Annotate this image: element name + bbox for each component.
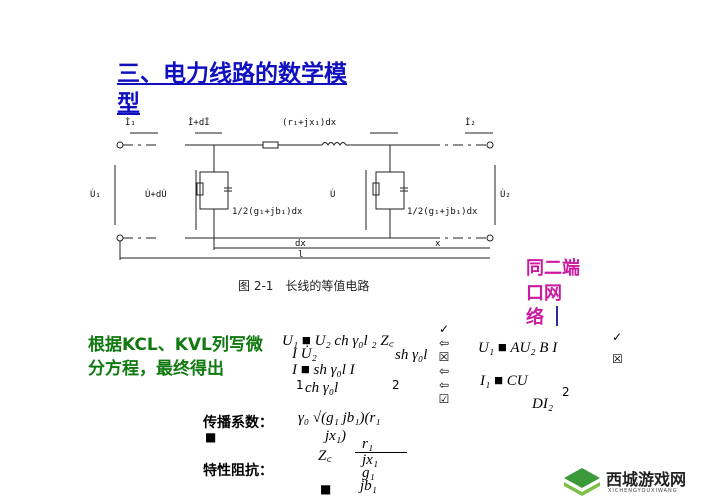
label-u: U̇	[330, 188, 335, 200]
fraction-bar	[355, 452, 407, 453]
shunt-branch-left	[196, 145, 232, 238]
slide-title-line2: 型	[117, 91, 140, 117]
equation-left-2: I U̇₂	[292, 346, 317, 362]
equation-left-sub1: 1	[296, 378, 304, 392]
label-i2: İ₂	[465, 117, 476, 128]
propagation-square: ■	[205, 430, 217, 444]
label-shunt-right: 1/2(g₁+jb₁)dx	[407, 207, 478, 217]
resistor-series	[262, 141, 279, 149]
note-line1: 同二端	[526, 258, 580, 279]
equivalent-circuit-diagram: İ₁ İ+dİ (r₁+jx₁)dx İ₂ U̇₁ U̇+dU̇ U̇ U̇₂ …	[90, 117, 511, 260]
site-logo: 西城游戏网 XICHENGYOUXIWANG	[562, 466, 702, 498]
inductor-series	[321, 142, 347, 146]
terminal-bottom-right	[486, 234, 494, 242]
label-i1: İ₁	[125, 117, 136, 128]
impedance-square: ■	[320, 482, 332, 496]
propagation-expression-2: jx₁)	[325, 428, 347, 444]
equation-left-3: I ■ sh γ₀l I	[292, 362, 355, 378]
equation-right-3: DI₂	[532, 396, 554, 412]
propagation-expression: γ₀ √(g₁ jb₁)(r₁	[298, 410, 381, 426]
derive-line2: 分方程，最终得出	[88, 359, 224, 379]
label-dx: dx	[295, 239, 306, 249]
impedance-den2: g₁	[362, 465, 375, 481]
impedance-numerator: r₁	[362, 436, 374, 452]
symbol-glyph-column: ✓⇦☒⇦⇦☑	[438, 322, 450, 406]
logo-name: 西城游戏网	[606, 470, 687, 489]
figure-caption: 图 2-1 长线的等值电路	[238, 279, 370, 293]
equation-left-sub2: 2	[392, 378, 400, 392]
derive-line1: 根据KCL、KVL列写微	[88, 335, 263, 355]
equation-right-2: I₁ ■ CU	[480, 373, 528, 389]
equation-left-1: U₁ ■ U₂ ch γ₀l ₂ Z꜀	[282, 333, 394, 349]
symbol-glyphs-right: ✓☒	[612, 330, 623, 366]
label-u1: U̇₁	[90, 188, 101, 200]
note-line3: 络	[526, 307, 544, 328]
propagation-label: 传播系数：	[203, 415, 273, 431]
label-i-di: İ+dİ	[188, 117, 210, 128]
equation-left-4: ch γ₀l	[305, 380, 339, 396]
label-series-impedance: (r₁+jx₁)dx	[282, 118, 337, 128]
logo-mark-icon	[564, 468, 600, 496]
terminal-top-right	[486, 141, 494, 149]
label-shunt-left: 1/2(g₁+jb₁)dx	[232, 207, 303, 217]
label-u-du: U̇+dU̇	[145, 188, 167, 200]
label-l: l	[298, 250, 303, 260]
note-line2: 口网	[526, 283, 562, 304]
impedance-zc: Z꜀	[318, 448, 332, 464]
equation-right-sub: 2	[562, 385, 570, 399]
down-arrow-icon	[556, 306, 558, 326]
equation-left-1b: sh γ₀l	[395, 347, 428, 363]
logo-subtitle: XICHENGYOUXIWANG	[608, 488, 678, 494]
label-u2: U̇₂	[500, 188, 511, 200]
equation-right-1: U₁ ■ AU₂ B I	[478, 340, 558, 356]
slide-title-line1: 三、电力线路的数学模	[117, 61, 347, 87]
terminal-top-left	[116, 141, 124, 149]
shunt-branch-right	[372, 145, 408, 238]
terminal-bottom-left	[116, 234, 124, 242]
impedance-den3: jb₁	[360, 478, 377, 494]
label-x: x	[435, 239, 441, 249]
impedance-label: 特性阻抗：	[203, 463, 273, 479]
impedance-den1: jx₁	[362, 452, 379, 468]
